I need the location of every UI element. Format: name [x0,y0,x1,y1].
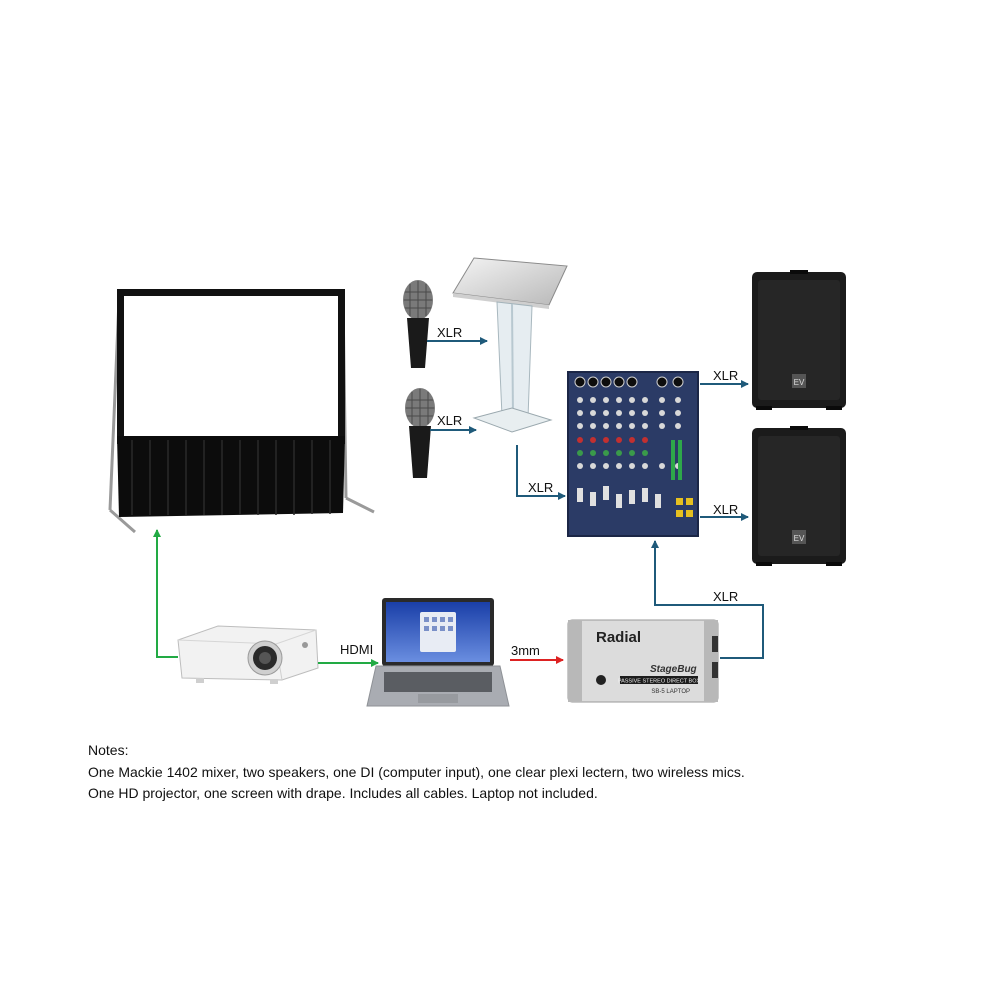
projection-screen [108,289,375,534]
cable-label: XLR [713,368,738,383]
cable-label: XLR [437,413,462,428]
di-description: PASSIVE STEREO DIRECT BOX [618,679,701,685]
speaker-logo: EV [794,534,805,543]
cable-label: XLR [713,502,738,517]
cable-laptop-di: 3mm [510,643,564,664]
speaker-2: EV [752,426,846,566]
notes-section: Notes: One Mackie 1402 mixer, two speake… [88,740,908,805]
cable-projector-screen [153,529,178,658]
cable-mixer-speaker2: XLR [700,502,749,521]
cable-label: HDMI [340,642,373,657]
cable-lectern-mixer: XLR [516,445,566,500]
cable-mic2-lectern: XLR [430,413,477,434]
di-model: StageBug [650,664,697,675]
notes-line-2: One HD projector, one screen with drape.… [88,785,598,801]
plexi-lectern [452,257,568,433]
cable-di-mixer: XLR [651,540,764,659]
audio-mixer [567,371,699,537]
cable-mic1-lectern: XLR [427,325,488,345]
cable-label: XLR [437,325,462,340]
di-brand: Radial [596,629,641,646]
cable-mixer-speaker1: XLR [700,368,749,388]
speaker-1: EV [752,270,846,410]
di-box: Radial StageBug PASSIVE STEREO DIRECT BO… [567,619,719,703]
cable-label: XLR [528,480,553,495]
notes-heading: Notes: [88,742,129,758]
speaker-logo: EV [794,378,805,387]
cable-label: XLR [713,589,738,604]
notes-line-1: One Mackie 1402 mixer, two speakers, one… [88,763,745,780]
projector [177,625,319,684]
cable-projector-laptop: HDMI [318,642,379,667]
di-submodel: SB-5 LAPTOP [651,689,690,695]
cable-label: 3mm [511,643,540,658]
laptop [366,598,510,707]
microphone-2 [405,388,435,478]
microphone-1 [403,280,433,368]
